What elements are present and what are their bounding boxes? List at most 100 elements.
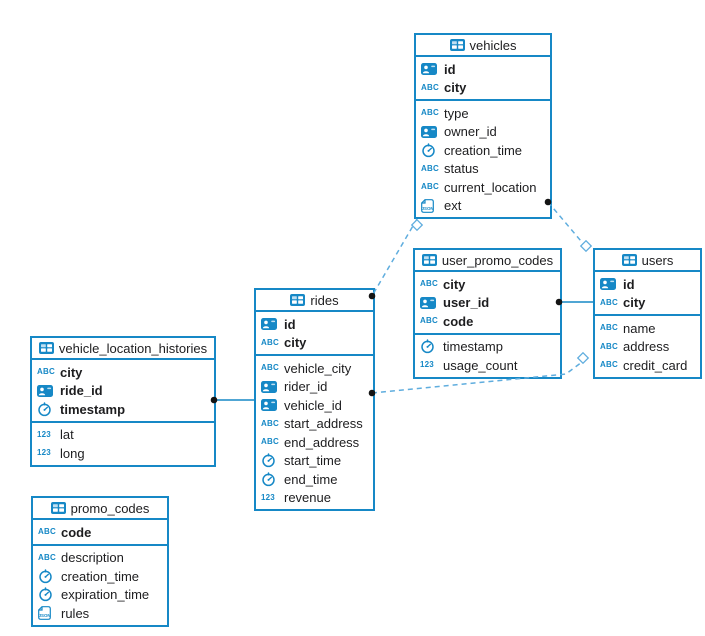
column-code[interactable]: ABC code <box>415 312 560 331</box>
column-creation_time[interactable]: creation_time <box>33 567 167 586</box>
text-type-icon-label: ABC <box>600 360 618 370</box>
column-credit_card[interactable]: ABC credit_card <box>595 356 700 375</box>
relationship-diamond-endpoint <box>410 218 424 232</box>
column-id[interactable]: id <box>595 275 700 294</box>
text-type-icon-label: ABC <box>600 341 618 351</box>
relationship-diamond-endpoint <box>579 239 593 253</box>
clock-icon <box>420 339 438 354</box>
column-name: address <box>623 339 670 355</box>
column-expiration_time[interactable]: expiration_time <box>33 586 167 605</box>
table-title: promo_codes <box>70 500 150 516</box>
text-type-icon: ABC <box>38 528 56 536</box>
table-header[interactable]: users <box>595 250 700 272</box>
column-start_address[interactable]: ABC start_address <box>256 415 373 434</box>
relationship-diamond-endpoint <box>576 351 590 365</box>
column-rider_id[interactable]: rider_id <box>256 378 373 397</box>
text-type-icon-label: ABC <box>600 323 618 333</box>
column-timestamp[interactable]: timestamp <box>415 338 560 357</box>
table-header[interactable]: vehicle_location_histories <box>32 338 214 360</box>
column-owner_id[interactable]: owner_id <box>416 123 550 142</box>
column-address[interactable]: ABC address <box>595 338 700 357</box>
column-user_id[interactable]: user_id <box>415 294 560 313</box>
column-type[interactable]: ABC type <box>416 104 550 123</box>
column-name: user_id <box>443 295 490 311</box>
column-name: revenue <box>284 490 331 506</box>
text-type-icon-label: ABC <box>420 279 438 289</box>
text-type-icon: ABC <box>421 109 439 117</box>
column-timestamp[interactable]: timestamp <box>32 400 214 419</box>
column-ride_id[interactable]: ride_id <box>32 382 214 401</box>
column-name: rider_id <box>284 379 328 395</box>
table-title: user_promo_codes <box>441 252 554 268</box>
text-type-icon-label: ABC <box>37 367 55 377</box>
id-badge-icon <box>261 399 279 412</box>
column-name: code <box>443 313 474 329</box>
id-badge-icon <box>421 63 439 76</box>
column-name: city <box>284 335 307 351</box>
column-name: rules <box>61 605 90 621</box>
column-name: type <box>444 105 469 121</box>
column-name: description <box>61 550 124 566</box>
table-header[interactable]: promo_codes <box>33 498 167 520</box>
table-header[interactable]: rides <box>256 290 373 312</box>
column-name: credit_card <box>623 357 688 373</box>
table-icon <box>290 294 306 306</box>
table-header[interactable]: user_promo_codes <box>415 250 560 272</box>
column-end_time[interactable]: end_time <box>256 470 373 489</box>
column-name: end_address <box>284 434 360 450</box>
column-rules[interactable]: JSON rules <box>33 604 167 623</box>
id-badge-icon <box>600 278 618 291</box>
column-name: start_address <box>284 416 363 432</box>
id-badge-icon <box>261 380 279 393</box>
column-creation_time[interactable]: creation_time <box>416 141 550 160</box>
text-type-icon: ABC <box>261 438 279 446</box>
number-type-icon-label: 123 <box>420 360 434 370</box>
json-document-icon: JSON <box>38 606 56 621</box>
table-header[interactable]: vehicles <box>416 35 550 57</box>
column-start_time[interactable]: start_time <box>256 452 373 471</box>
column-id[interactable]: id <box>416 60 550 79</box>
text-type-icon-label: ABC <box>420 316 438 326</box>
number-type-icon: 123 <box>420 361 438 369</box>
text-type-icon: ABC <box>37 368 55 376</box>
column-name: name <box>623 320 656 336</box>
column-id[interactable]: id <box>256 315 373 334</box>
text-type-icon: ABC <box>420 280 438 288</box>
column-name[interactable]: ABC name <box>595 319 700 338</box>
json-document-icon: JSON <box>421 198 439 213</box>
column-end_address[interactable]: ABC end_address <box>256 433 373 452</box>
column-vehicle_id[interactable]: vehicle_id <box>256 396 373 415</box>
column-ext[interactable]: JSON ext <box>416 197 550 216</box>
clock-icon <box>37 402 55 417</box>
text-type-icon-label: ABC <box>261 418 279 428</box>
number-type-icon: 123 <box>37 430 55 439</box>
column-name: ext <box>444 198 462 214</box>
